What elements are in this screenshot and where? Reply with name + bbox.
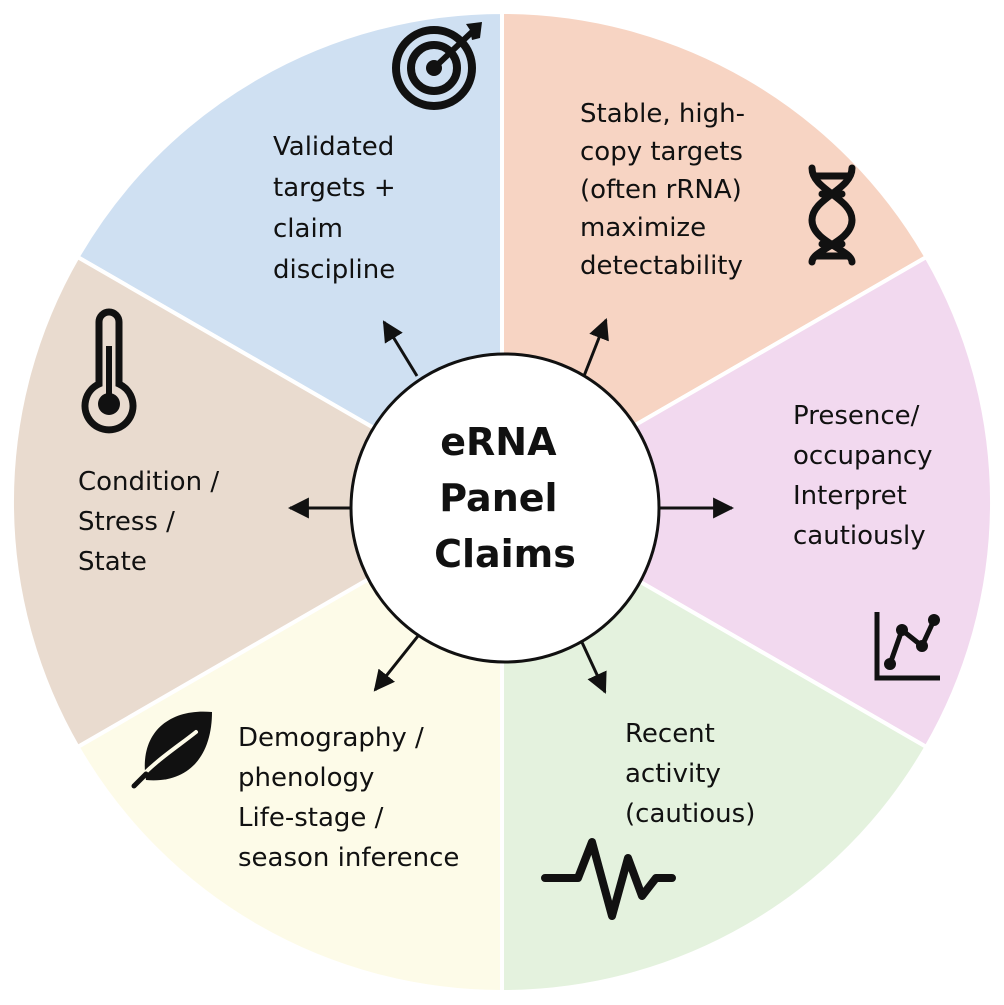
segment-validated-targets bbox=[74, 9, 504, 506]
dna-icon bbox=[808, 164, 856, 266]
label-presence-occupancy: Presence/ occupancy Interpret cautiously bbox=[793, 401, 941, 551]
segment-demography-phenology bbox=[74, 498, 504, 995]
thermometer-icon bbox=[81, 308, 137, 434]
leaf-icon bbox=[131, 711, 212, 789]
label-stable-targets: Stable, high- copy targets (often rRNA) … bbox=[580, 99, 753, 281]
label-condition-stress: Condition / Stress / State bbox=[78, 467, 227, 577]
arrow-validated-targets bbox=[382, 320, 419, 377]
label-validated-targets: Validated targets + claim discipline bbox=[273, 132, 404, 285]
segment-condition-stress bbox=[9, 254, 507, 750]
arrow-recent-activity bbox=[578, 637, 607, 694]
label-recent-activity: Recent activity (cautious) bbox=[625, 719, 755, 829]
wheel-segments bbox=[9, 9, 995, 995]
label-demography-phenology: Demography / phenology Life-stage / seas… bbox=[238, 723, 459, 873]
center-title: eRNA Panel Claims bbox=[434, 420, 576, 576]
arrow-demography-phenology bbox=[373, 635, 420, 692]
segment-recent-activity bbox=[500, 498, 930, 995]
target-icon bbox=[392, 22, 482, 110]
segment-presence-occupancy bbox=[497, 254, 995, 750]
center-circle bbox=[349, 352, 661, 664]
arrow-stable-targets bbox=[582, 318, 609, 377]
segment-stable-targets bbox=[500, 9, 930, 506]
heartbeat-icon bbox=[541, 838, 676, 920]
arrows bbox=[287, 318, 735, 694]
line-chart-icon bbox=[874, 612, 940, 681]
